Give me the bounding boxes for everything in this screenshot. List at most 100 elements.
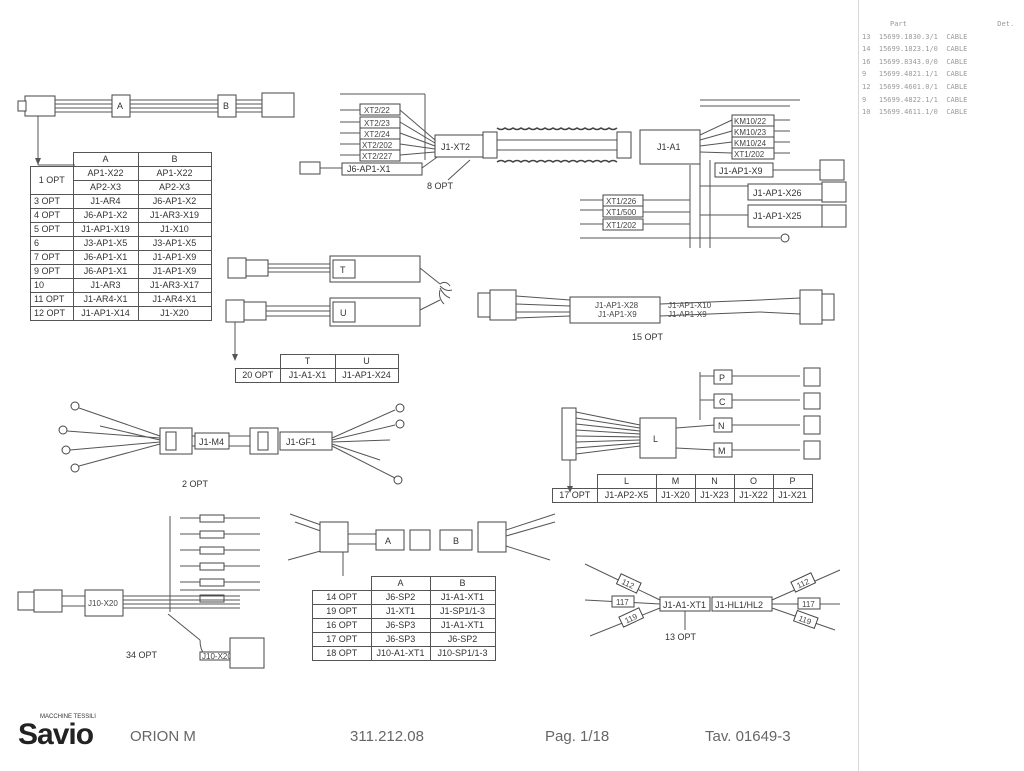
marker-b2 [439, 529, 473, 551]
tag-15-1b: J1-AP1-X9 [598, 310, 637, 319]
table-row: A B [31, 152, 212, 167]
marker-a [111, 94, 131, 118]
block-l-label: L [653, 434, 658, 444]
table-cell: J1-A1-X1 [279, 368, 336, 383]
table-cell: J10-A1-XT1 [370, 646, 431, 661]
table-row: 19 OPT J1-XT1 J1-SP1/1-3 [312, 604, 496, 619]
block-c [713, 393, 733, 409]
connector-j1-hl1-hl2-label: J1-HL1/HL2 [715, 600, 763, 610]
footer-code: 311.212.08 [350, 728, 424, 745]
table-cell: J3-AP1-X5 [137, 236, 212, 251]
svg-text:117: 117 [802, 600, 815, 609]
parts-list: Part Det. 13 15699.1830.3/1 CABLE 14 156… [862, 18, 1014, 119]
marker-b2-label: B [453, 536, 459, 546]
tag-km10-22-label: KM10/22 [734, 117, 767, 126]
table-row: A B [313, 576, 496, 591]
table-cell: J1-AP2-X5 [596, 488, 657, 503]
tag-xt2-24-label: XT2/24 [364, 130, 390, 139]
table-row: L M N O P [553, 474, 813, 489]
parts-list-row: 13 15699.1830.3/1 CABLE [862, 32, 968, 41]
table-cell: 6 [30, 236, 74, 251]
parts-list-row: 9 15699.4822.1/1 CABLE [862, 95, 968, 104]
parts-list-row: 14 15699.1823.1/0 CABLE [862, 45, 968, 54]
table-cell: 12 OPT [30, 306, 74, 321]
table-cell: J6-SP2 [429, 632, 496, 647]
table-cell: AP2-X3 [72, 180, 139, 195]
table-ab: A B 1 OPT AP1-X22 AP1-X22 AP2-X3 AP2-X3 … [30, 152, 212, 321]
table-row: 10 J1-AR3 J1-AR3-X17 [30, 278, 212, 293]
parts-list-row: 16 15699.8343.0/0 CABLE [862, 57, 968, 66]
table-cell: J1-X23 [694, 488, 735, 503]
table-cell: J6-SP3 [370, 618, 431, 633]
page-right-border [858, 0, 859, 771]
table-cell: J6-SP3 [370, 632, 431, 647]
table-row: 7 OPT J6-AP1-X1 J1-AP1-X9 [30, 250, 212, 265]
connector-j1-gf1 [279, 431, 333, 451]
table-cell: 1 OPT [30, 166, 74, 195]
harness-ab: A B [17, 92, 295, 166]
harness-13: 112 117 119 J1-A1-XT1 J1-HL1/HL2 112 117… [584, 563, 841, 642]
table-cell: AP2-X3 [137, 180, 212, 195]
parts-list-row: 9 15699.4821.1/1 CABLE [862, 70, 968, 79]
table-cell: 14 OPT [312, 590, 372, 605]
table-cell: 10 [30, 278, 74, 293]
tag-xt1-226-label: XT1/226 [606, 197, 637, 206]
table-row: 16 OPT J6-SP3 J1-A1-XT1 [312, 618, 496, 633]
harness-8: XT2/22 XT2/23 XT2/24 XT2/202 XT2/227 J6-… [299, 93, 847, 248]
connector-j1-a1-label: J1-A1 [657, 142, 681, 152]
tag-xt2-23-label: XT2/23 [364, 119, 390, 128]
marker-b-label: B [223, 101, 229, 111]
table-cell: 3 OPT [30, 194, 74, 209]
connector-j1-m4-label: J1-M4 [199, 437, 224, 447]
table-cell: B [429, 576, 496, 591]
parts-list-row: 10 15699.4611.1/0 CABLE [862, 108, 968, 117]
caption-8-opt: 8 OPT [427, 181, 454, 191]
table-row: 12 OPT J1-AP1-X14 J1-X20 [30, 306, 212, 321]
tag-xt2-202-label: XT2/202 [362, 141, 393, 150]
tag-112-l [615, 573, 642, 594]
table-cell: J1-SP1/1-3 [429, 604, 496, 619]
table-cell: J1-AP1-X9 [137, 250, 212, 265]
caption-2-opt: 2 OPT [182, 479, 209, 489]
table-cell: J10-SP1/1-3 [429, 646, 496, 661]
tag-j6-ap1-x1-label: J6-AP1-X1 [347, 164, 391, 174]
table-cell: O [733, 474, 774, 489]
table-cell: 7 OPT [30, 250, 74, 265]
table-cell: 19 OPT [312, 604, 372, 619]
table-cell: AP1-X22 [72, 166, 139, 181]
harness-34: J10-X20 J10-X20 34 OPT [17, 514, 265, 669]
tag-119-l [618, 607, 645, 628]
table-cell: J1-AR3-X17 [137, 278, 212, 293]
tag-km10-23-label: KM10/23 [734, 128, 767, 137]
table-row: 6 J3-AP1-X5 J3-AP1-X5 [30, 236, 212, 251]
table-cell: J1-XT1 [370, 604, 431, 619]
table-row: 1 OPT AP1-X22 AP1-X22 [30, 166, 212, 195]
table-tu: T U 20 OPT J1-A1-X1 J1-AP1-X24 [235, 354, 399, 383]
table-cell: 16 OPT [312, 618, 372, 633]
connector-j1-gf1-label: J1-GF1 [286, 437, 316, 447]
marker-a2 [375, 529, 405, 551]
table-row: 18 OPT J10-A1-XT1 J10-SP1/1-3 [312, 646, 496, 661]
table-cell: AP1-X22 [137, 166, 212, 181]
table-cell: J3-AP1-X5 [72, 236, 139, 251]
tag-15-2: J1-AP1-X10 [668, 301, 712, 310]
tag-117-l [611, 595, 635, 608]
tag-j6-ap1-x1 [341, 162, 423, 176]
connector-left [24, 95, 56, 117]
table-cell: J1-AR4-X1 [137, 292, 212, 307]
table-cell: J6-SP2 [370, 590, 431, 605]
table-cell: J1-X20 [137, 306, 212, 321]
connector-j1-a1 [639, 129, 701, 165]
table-cell: P [772, 474, 813, 489]
block-l [639, 417, 677, 459]
table-cell: J1-AP1-X19 [72, 222, 139, 237]
block-m-label: M [718, 446, 726, 456]
connector-j1-m4 [194, 432, 230, 450]
marker-a-label: A [117, 101, 123, 111]
table-cell: 18 OPT [312, 646, 372, 661]
table-cell: J1-X22 [733, 488, 774, 503]
table-cell: J1-X10 [137, 222, 212, 237]
table-row: 17 OPT J6-SP3 J6-SP2 [312, 632, 496, 647]
tag-j1-ap1-x9-label: J1-AP1-X9 [719, 166, 763, 176]
